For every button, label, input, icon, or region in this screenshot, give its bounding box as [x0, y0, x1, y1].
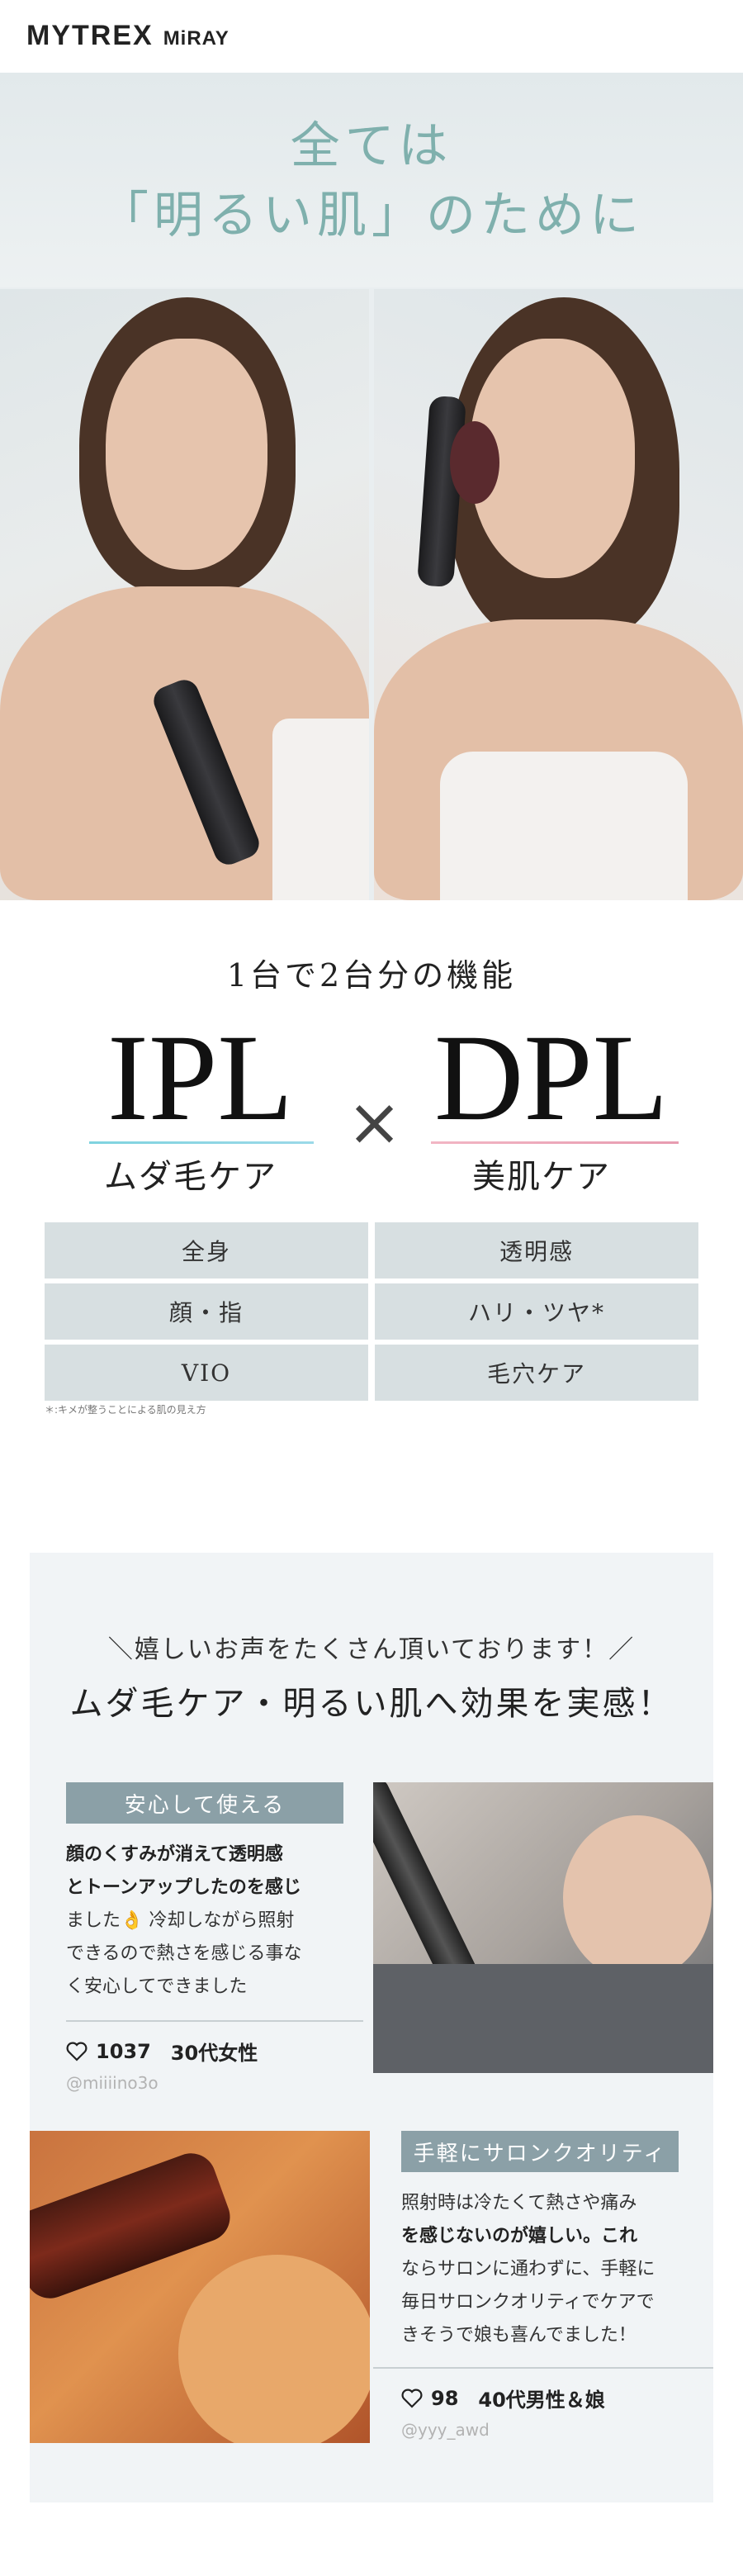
review-tag: 安心して使える	[66, 1782, 343, 1824]
feature-cell-left: 顔・指	[45, 1283, 368, 1340]
model-photo-left	[0, 289, 369, 900]
review-text: 照射時は冷たくて熱さや痛み を感じないのが嬉しい。これ ならサロンに通わずに、手…	[401, 2187, 707, 2352]
reviews-heading-main: ムダ毛ケア・明るい肌へ効果を実感！	[69, 1685, 674, 1723]
review-divider	[66, 2020, 363, 2022]
heart-icon[interactable]	[401, 2389, 423, 2408]
times-symbol: ×	[347, 1084, 403, 1160]
reviews-section: ＼嬉しいお声をたくさん頂いております！／ ムダ毛ケア・明るい肌へ効果を実感！ 安…	[30, 1553, 713, 2502]
review-line: ならサロンに通わずに、手軽に	[401, 2259, 655, 2279]
review-author: 30代女性	[170, 2042, 258, 2065]
site-header: MYTREX MiRAY	[0, 0, 743, 73]
like-count: 98	[431, 2386, 459, 2410]
hero-title-line2: 「明るい肌」のために	[99, 187, 644, 244]
review-line: 顔のくすみが消えて透明感	[66, 1844, 283, 1865]
review-likes: 1037 30代女性	[66, 2037, 258, 2066]
feature-cell-right: 毛穴ケア	[375, 1345, 698, 1401]
review-line: 毎日サロンクオリティでケアで	[401, 2292, 655, 2313]
review-text: 顔のくすみが消えて透明感 とトーンアップしたのを感じ ました👌 冷却しながら照射…	[66, 1838, 363, 2004]
review-photo	[30, 2131, 370, 2443]
feature-cell-right: ハリ・ツヤ*	[375, 1283, 698, 1340]
brand-name: MYTREX	[26, 20, 154, 51]
ipl-underline	[89, 1141, 314, 1144]
features-section: 1台で2台分の機能 IPL × DPL ムダ毛ケア 美肌ケア 全身 透明感 顔・…	[0, 900, 743, 1429]
review-line: ました👌 冷却しながら照射	[66, 1910, 295, 1931]
hero-section: 全ては 「明るい肌」のために	[0, 73, 743, 900]
review-author: 40代男性＆娘	[478, 2389, 605, 2412]
feature-cell-left: VIO	[45, 1345, 368, 1401]
review-line: できるので熱さを感じる事な	[66, 1943, 302, 1964]
review-likes: 98 40代男性＆娘	[401, 2384, 605, 2412]
review-handle: @miiiino3o	[66, 2073, 159, 2093]
footnote: ＊:キメが整うことによる肌の見え方	[45, 1404, 206, 1416]
review-divider	[373, 2367, 713, 2369]
model-photo-right	[374, 289, 743, 900]
review-line: を感じないのが嬉しい。これ	[401, 2226, 638, 2246]
features-title: 1台で2台分の機能	[226, 957, 517, 994]
reviews-heading-sub: ＼嬉しいお声をたくさん頂いております！／	[107, 1635, 636, 1664]
review-handle: @yyy_awd	[401, 2420, 490, 2440]
review-line: く安心してできました	[66, 1976, 248, 1997]
dpl-heading: DPL	[434, 1009, 669, 1146]
hero-band	[0, 73, 743, 287]
dpl-label: 美肌ケア	[472, 1158, 611, 1196]
feature-cell-right: 透明感	[375, 1222, 698, 1279]
review-tag: 手軽にサロンクオリティ	[401, 2131, 679, 2172]
review-line: 照射時は冷たくて熱さや痛み	[401, 2193, 637, 2213]
dpl-underline	[431, 1141, 679, 1144]
review-photo	[373, 1782, 713, 2073]
brand-logo[interactable]: MYTREX MiRAY	[26, 20, 230, 52]
ipl-heading: IPL	[107, 1009, 293, 1146]
ipl-label: ムダ毛ケア	[104, 1158, 277, 1196]
heart-icon[interactable]	[66, 2042, 88, 2061]
review-line: きそうで娘も喜んでました！	[401, 2325, 637, 2346]
feature-cell-left: 全身	[45, 1222, 368, 1279]
like-count: 1037	[96, 2039, 151, 2063]
brand-sub: MiRAY	[163, 27, 230, 50]
review-line: とトーンアップしたのを感じ	[66, 1877, 301, 1898]
hero-title-line1: 全ては	[290, 117, 453, 175]
